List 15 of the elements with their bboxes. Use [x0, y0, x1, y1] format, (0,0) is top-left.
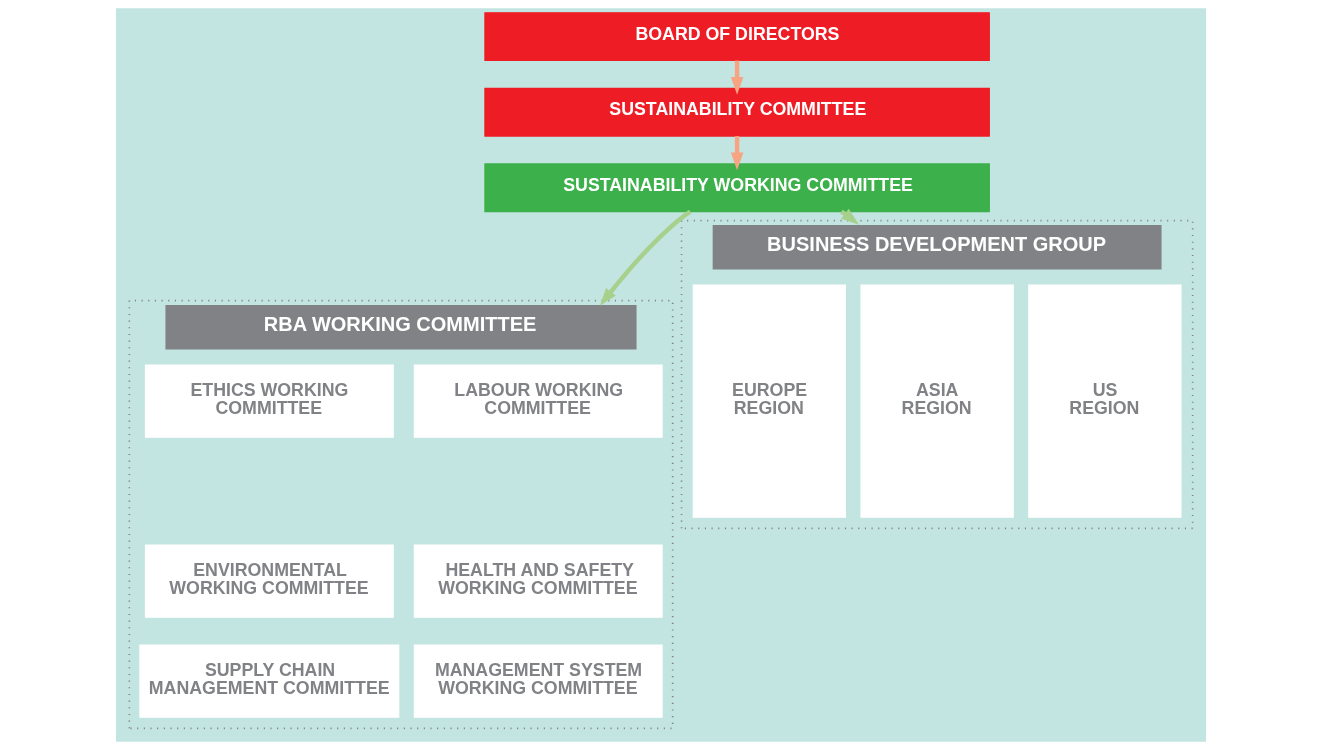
- node-box: SUSTAINABILITY WORKING COMMITTEE: [483, 163, 990, 213]
- arrow: [730, 60, 743, 95]
- node-box: BOARD OF DIRECTORS: [483, 12, 990, 62]
- node-box: SUSTAINABILITY COMMITTEE: [483, 87, 990, 137]
- node-box: US REGION: [1027, 284, 1182, 518]
- node-box: ETHICS WORKING COMMITTEE: [144, 364, 394, 438]
- node-box: MANAGEMENT SYSTEM WORKING COMMITTEE: [413, 644, 663, 718]
- node-box: HEALTH AND SAFETY WORKING COMMITTEE: [413, 544, 663, 618]
- node-box: EUROPE REGION: [692, 284, 846, 518]
- arrow: [599, 209, 691, 306]
- node-box: ENVIRONMENTAL WORKING COMMITTEE: [144, 544, 394, 618]
- node-box: SUPPLY CHAIN MANAGEMENT COMMITTEE: [138, 644, 399, 718]
- node-box: ASIA REGION: [859, 284, 1014, 518]
- arrow: [730, 136, 743, 171]
- node-box: LABOUR WORKING COMMITTEE: [413, 364, 663, 438]
